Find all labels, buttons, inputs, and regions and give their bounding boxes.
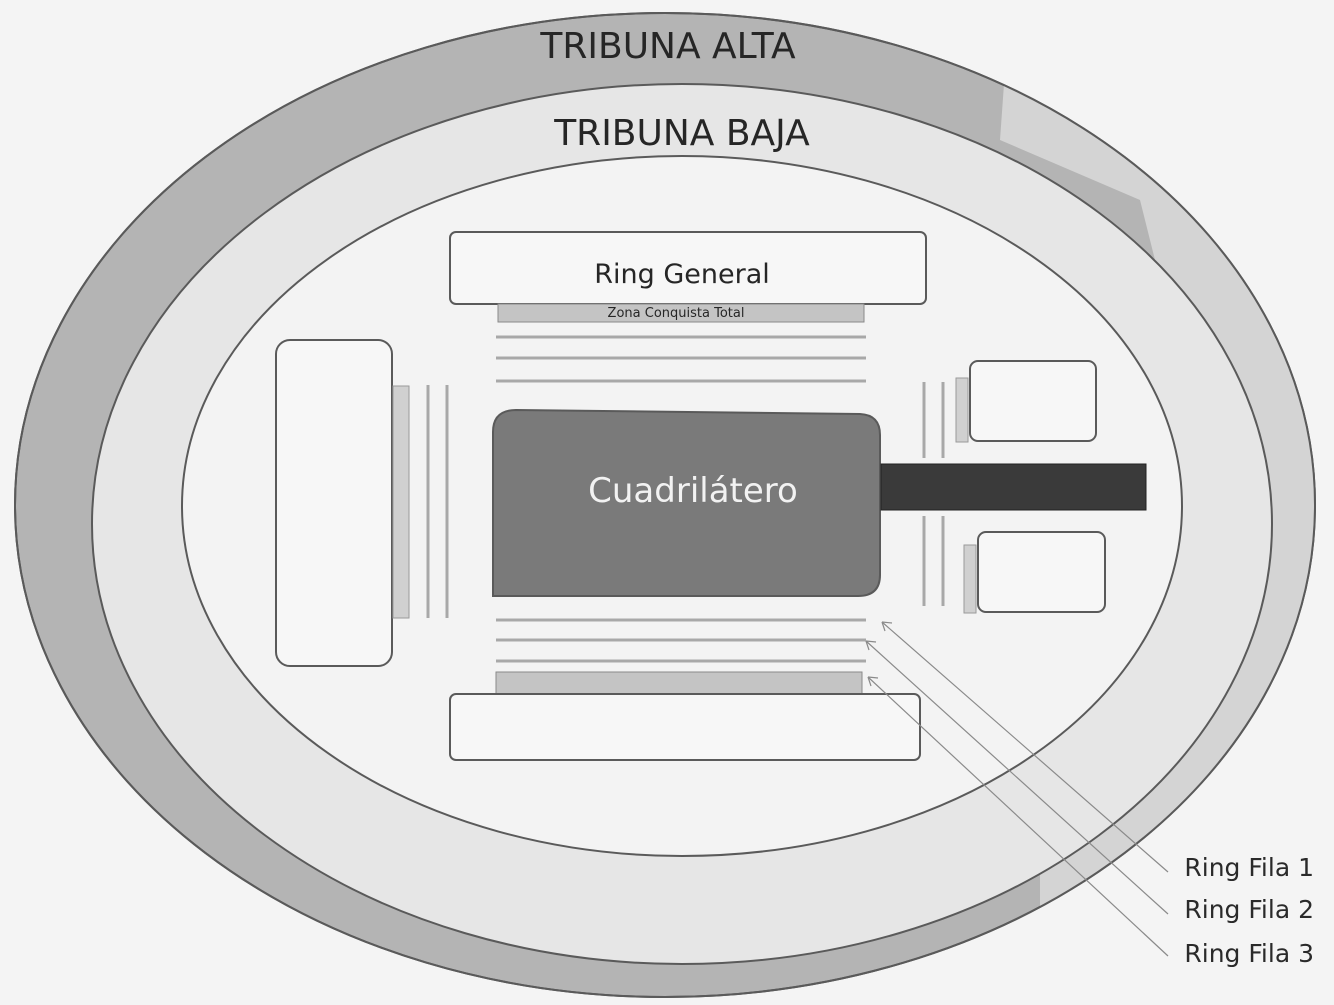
left-ring-block[interactable] — [275, 339, 393, 667]
left-zona-strip[interactable] — [392, 385, 410, 619]
tribuna-baja-label: TRIBUNA BAJA — [553, 113, 810, 154]
ring-general-section[interactable]: Ring General — [449, 231, 927, 305]
left-ring-rows[interactable] — [426, 385, 449, 618]
top-ring-rows[interactable] — [496, 335, 866, 383]
ring-fila-2-label: Ring Fila 2 — [1184, 895, 1314, 924]
tribuna-alta-label: TRIBUNA ALTA — [539, 26, 796, 67]
right-ring-rows[interactable] — [922, 382, 945, 606]
bottom-ring-rows[interactable] — [496, 618, 866, 663]
ring-fila-3-label: Ring Fila 3 — [1184, 939, 1314, 968]
right-bottom-zona-strip[interactable] — [963, 544, 977, 614]
zona-conquista-total-section[interactable]: Zona Conquista Total — [497, 303, 865, 323]
right-top-zona-strip[interactable] — [955, 377, 969, 443]
cuadrilatero-ring[interactable]: Cuadrilátero — [492, 408, 881, 597]
zona-conquista-total-label: Zona Conquista Total — [608, 306, 745, 321]
ring-fila-1-label: Ring Fila 1 — [1184, 853, 1314, 882]
ring-general-label: Ring General — [594, 259, 770, 290]
cuadrilatero-label: Cuadrilátero — [588, 471, 798, 511]
right-top-ring-block[interactable] — [969, 360, 1097, 442]
row-labels: Ring Fila 1 Ring Fila 2 Ring Fila 3 — [1184, 853, 1314, 968]
entrance-ramp — [880, 463, 1147, 511]
bottom-ring-general-block[interactable] — [449, 693, 921, 761]
row-leader-lines — [865, 621, 1169, 957]
right-bottom-ring-block[interactable] — [977, 531, 1106, 613]
